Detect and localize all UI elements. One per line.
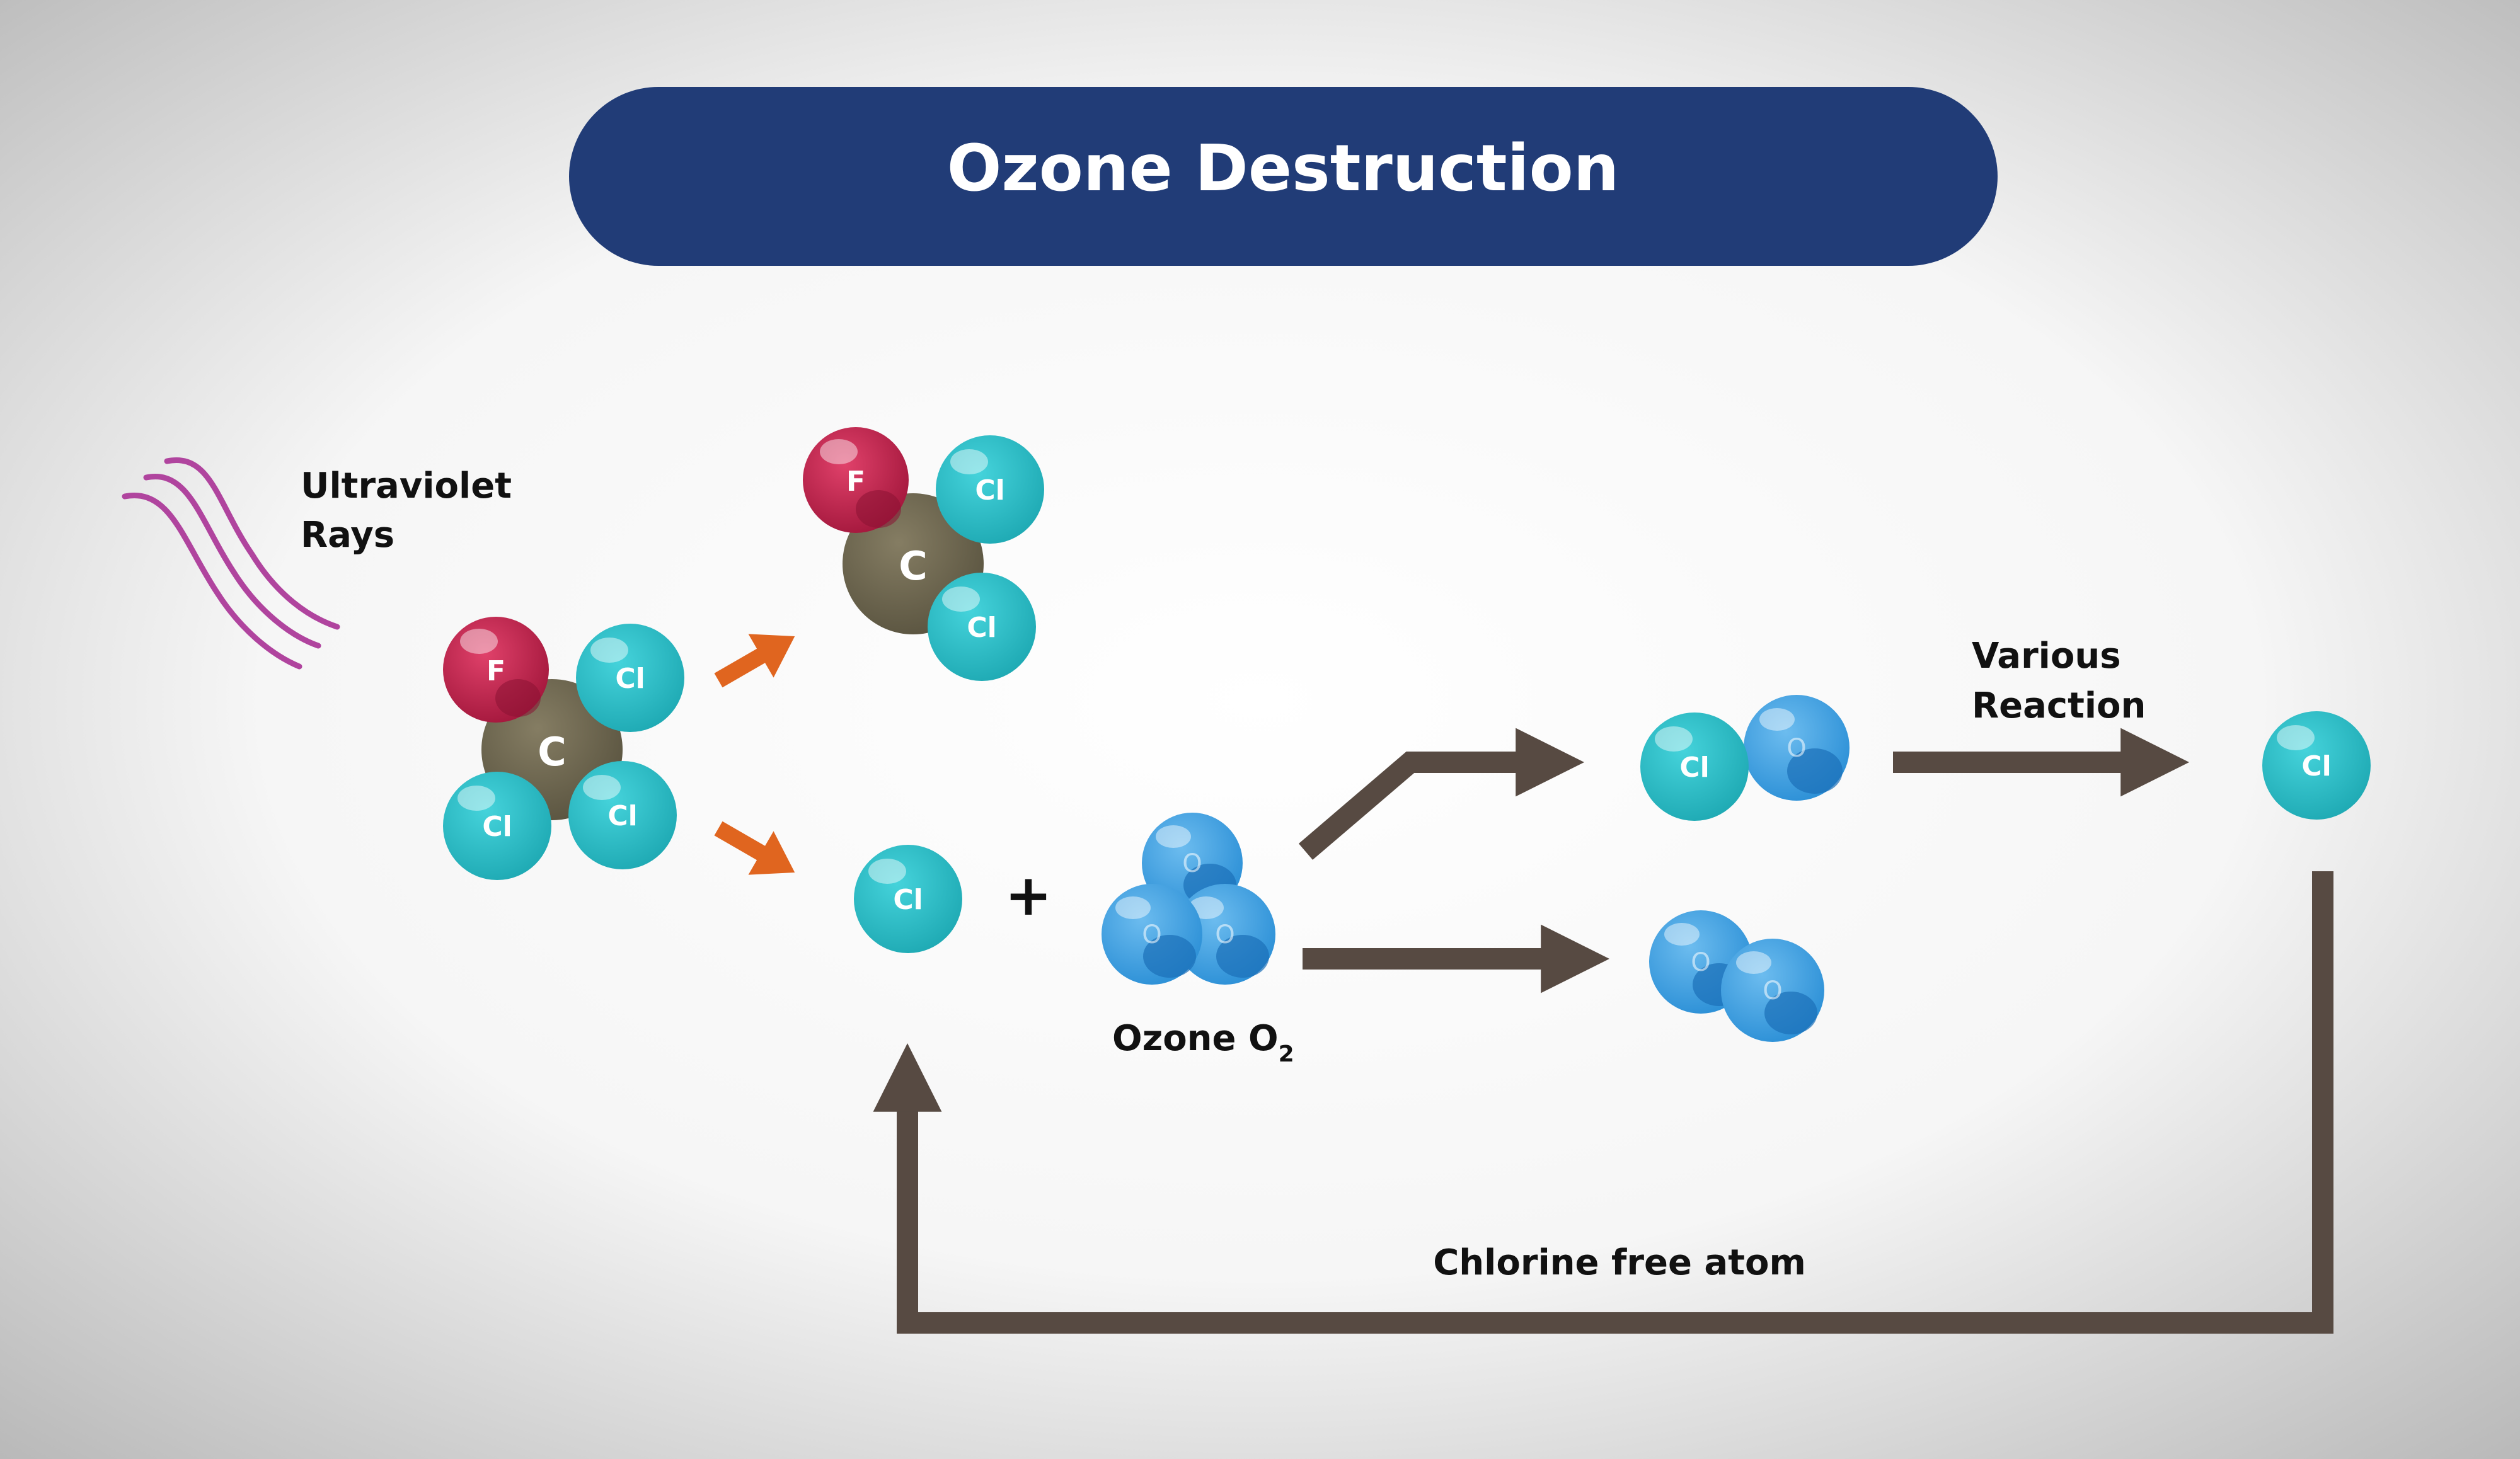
svg-text:Cl: Cl: [607, 800, 637, 832]
svg-text:O: O: [1691, 948, 1710, 977]
chlorine-atom: Cl: [928, 573, 1036, 681]
svg-text:F: F: [486, 655, 505, 687]
svg-text:O: O: [1142, 920, 1161, 949]
oxygen-atom: O: [1744, 695, 1850, 801]
page-title: Ozone Destruction: [947, 131, 1620, 206]
cfcl2-fragment: C F Cl Cl: [803, 427, 1044, 681]
ozone-molecule: O O O: [1102, 813, 1275, 985]
final-chlorine-atom: Cl: [2262, 711, 2371, 820]
brown-arrow-upper-branch: [1298, 728, 1584, 860]
svg-text:Cl: Cl: [1679, 752, 1709, 784]
fluorine-atom: F: [803, 427, 909, 533]
chlorine-atom: Cl: [1640, 712, 1749, 821]
svg-text:F: F: [846, 466, 865, 498]
uv-label-line2: Rays: [301, 515, 394, 556]
title-banner: Ozone Destruction: [569, 87, 1998, 266]
svg-text:C: C: [899, 543, 928, 589]
ozone-label: Ozone O2: [1112, 1018, 1294, 1067]
plus-sign: +: [1004, 862, 1052, 929]
svg-text:Cl: Cl: [893, 884, 923, 916]
svg-text:Cl: Cl: [967, 612, 996, 644]
cfc-molecule: C F Cl Cl Cl: [443, 617, 684, 880]
chlorine-atom: Cl: [568, 761, 677, 869]
svg-text:O: O: [1786, 734, 1806, 763]
svg-text:Cl: Cl: [615, 663, 645, 695]
uv-rays-icon: [122, 457, 340, 670]
free-chlorine-atom: Cl: [854, 845, 962, 953]
oxygen-atom: O: [1175, 884, 1275, 985]
svg-text:C: C: [538, 729, 567, 775]
orange-arrow-up: [714, 634, 795, 688]
svg-text:O: O: [1215, 920, 1234, 949]
chlorine-atom: Cl: [936, 435, 1044, 544]
svg-text:Cl: Cl: [482, 811, 512, 843]
oxygen-atom: O: [1721, 939, 1824, 1042]
uv-label-line1: Ultraviolet: [301, 466, 512, 506]
chlorine-free-atom-label: Chlorine free atom: [1433, 1242, 1806, 1283]
svg-text:Cl: Cl: [975, 474, 1004, 506]
oxygen-atom: O: [1102, 884, 1202, 985]
clo-molecule: O Cl: [1640, 695, 1850, 821]
various-label-line2: Reaction: [1972, 685, 2146, 726]
chlorine-atom: Cl: [443, 772, 551, 880]
chlorine-atom: Cl: [576, 624, 684, 732]
o2-molecule: O O: [1649, 910, 1824, 1042]
fluorine-atom: F: [443, 617, 549, 723]
svg-text:O: O: [1182, 849, 1202, 878]
orange-arrow-down: [714, 821, 795, 875]
brown-arrow-chlorine-return: [873, 871, 2333, 1334]
svg-text:Cl: Cl: [2301, 750, 2331, 782]
various-label-line1: Various: [1972, 636, 2121, 677]
svg-text:O: O: [1763, 976, 1782, 1005]
